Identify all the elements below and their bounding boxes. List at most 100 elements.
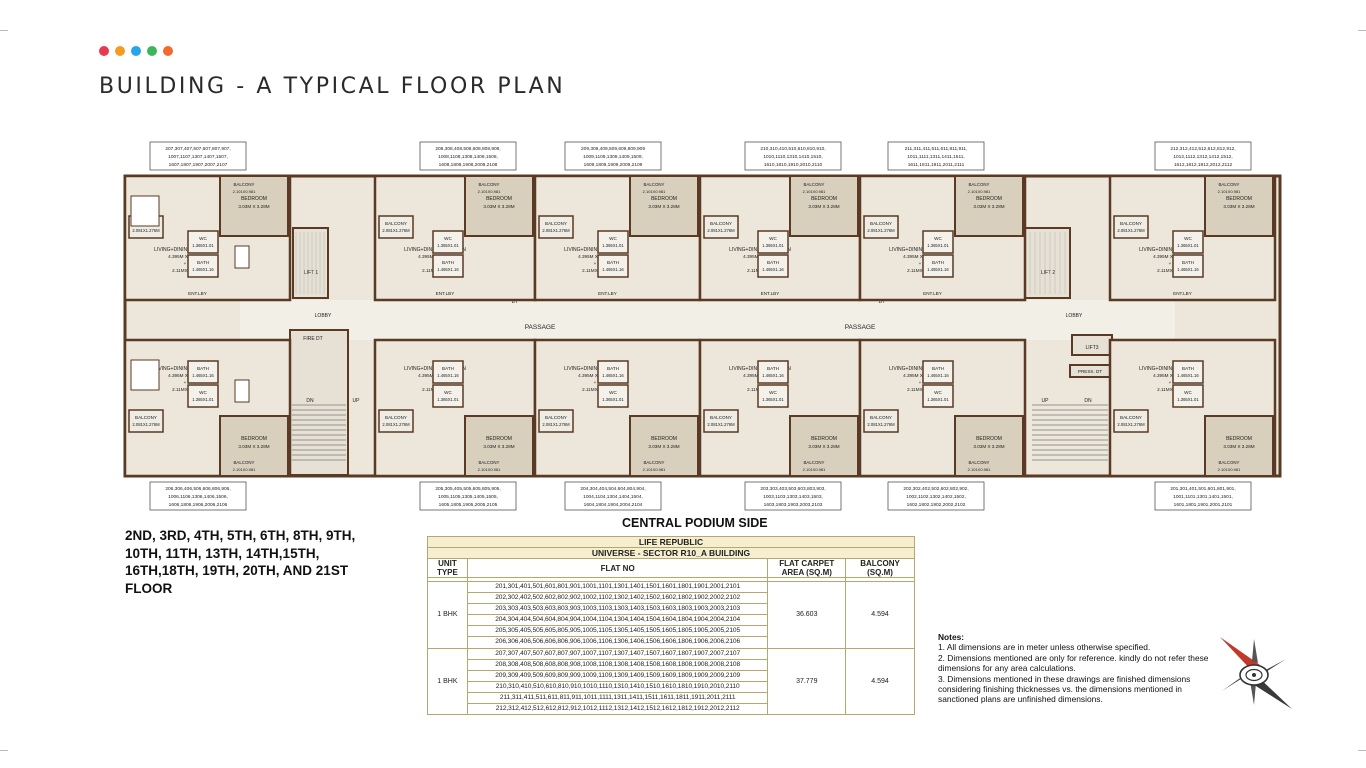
area-table: LIFE REPUBLIC UNIVERSE - SECTOR R10_A BU… [427, 536, 915, 716]
bath-label: BATH [932, 366, 944, 371]
balcony-size-label: 2.101X0.981 [643, 467, 666, 472]
bath-size-label: 1.465X1.16 [762, 373, 784, 378]
balcony-size-label: 2.081X1.276M [1117, 422, 1145, 427]
balcony [128, 409, 164, 433]
flat-no-cell: 208,308,408,508,608,808,908,1008,1108,13… [466, 658, 769, 671]
bedroom [789, 175, 859, 237]
wc-size-label: 1.365X1.01 [602, 397, 624, 402]
ldk-label: LIVING+DINING+KITCHEN [889, 366, 951, 372]
unit-type-cell: 1 BHK [427, 647, 468, 716]
balcony-size-label: 2.081X1.276M [542, 422, 570, 427]
balcony-label: BALCONY [644, 460, 665, 465]
bath-size-label: 1.465X1.16 [1177, 267, 1199, 272]
wc [597, 230, 629, 254]
bath-label: BATH [442, 260, 454, 265]
unit-number-callout [887, 481, 985, 511]
ldk-plus-label: + [594, 261, 597, 266]
wc-size-label: 1.365X1.01 [1177, 243, 1199, 248]
balcony-label: BALCONY [479, 460, 500, 465]
wc-size-label: 1.365X1.01 [927, 243, 949, 248]
ldk-size-label: 2.11MX2.4M [172, 268, 198, 273]
balcony [703, 215, 739, 239]
unit-number-callout [149, 481, 247, 511]
bath-size-label: 1.465X1.16 [762, 267, 784, 272]
table-row: 210,310,410,510,610,810,910,1010,1110,13… [428, 680, 915, 693]
bath-label: BATH [1182, 260, 1194, 265]
unit-number-callout [564, 141, 662, 171]
wc [922, 384, 954, 408]
bed-furniture [130, 195, 160, 227]
table-row: 203,303,403,503,603,803,903,1003,1103,13… [428, 603, 915, 616]
wc-size-label: 1.365X1.01 [762, 397, 784, 402]
bath-label: BATH [442, 366, 454, 371]
bedroom-size-label: 3.03M X 3.28M [1223, 204, 1254, 209]
bedroom-label: BEDROOM [241, 196, 267, 202]
unit-type-cell: 1 BHK [427, 581, 468, 649]
wc-label: WC [444, 390, 452, 395]
bedroom [629, 175, 699, 237]
balcony-size-label: 2.101X0.981 [233, 467, 256, 472]
balcony-size-label: 2.101X0.981 [643, 189, 666, 194]
lobby-label: LOBBY [1066, 313, 1083, 319]
note-item: 1. All dimensions are in meter unless ot… [938, 642, 1151, 653]
table-furniture [234, 379, 250, 403]
unit-number-callout [887, 141, 985, 171]
balcony-label: BALCONY [234, 182, 255, 187]
bedroom-label: BEDROOM [486, 436, 512, 442]
ldk-label: LIVING+DINING+KITCHEN [889, 247, 951, 253]
wc [432, 384, 464, 408]
balcony [1113, 215, 1149, 239]
balcony-size-label: 2.081X1.276M [1117, 228, 1145, 233]
flat-no-cell: 205,305,405,505,605,805,905,1005,1105,13… [466, 625, 769, 638]
wc-label: WC [934, 390, 942, 395]
wc-label: WC [1184, 236, 1192, 241]
unit-numbers-label: 210,310,410,510,610,810,910,1010,1110,13… [760, 146, 825, 168]
bath [757, 254, 789, 278]
lift-label: LIFT 2 [1041, 270, 1056, 276]
unit-numbers-label: 206,306,406,506,606,806,906,1006,1106,13… [165, 486, 230, 508]
balcony [378, 215, 414, 239]
ldk-plus-label: + [919, 261, 922, 266]
color-dots [99, 46, 173, 56]
ldk-plus-label: + [1169, 261, 1172, 266]
balcony-size-label: 2.081X1.276M [382, 422, 410, 427]
duct-label: DT [512, 299, 519, 305]
balcony-size-label: 2.081X1.276M [542, 228, 570, 233]
notes-heading: Notes: [938, 632, 965, 642]
lobby-label: LOBBY [315, 313, 332, 319]
table-furniture [234, 245, 250, 269]
wc [432, 230, 464, 254]
balcony-header: BALCONY (SQ.M) [845, 558, 915, 578]
balcony [1113, 409, 1149, 433]
bedroom-label: BEDROOM [976, 436, 1002, 442]
note-item: 2. Dimensions mentioned are only for ref… [938, 652, 1209, 674]
balcony-label: BALCONY [710, 415, 732, 420]
bedroom-size-label: 3.03M X 3.28M [483, 444, 514, 449]
wc-label: WC [769, 236, 777, 241]
balcony-label: BALCONY [1219, 460, 1240, 465]
lift-label: LIFT 1 [304, 270, 319, 276]
table-row: 204,304,404,504,604,804,904,1004,1104,13… [428, 614, 915, 627]
bedroom [629, 415, 699, 477]
bath-size-label: 1.465X1.16 [1177, 373, 1199, 378]
bedroom-label: BEDROOM [811, 436, 837, 442]
ldk-size-label: 2.11MX2.4M [907, 387, 933, 392]
wc-label: WC [609, 390, 617, 395]
flat-no-cell: 204,304,404,504,604,804,904,1004,1104,13… [466, 614, 769, 627]
podium-label: CENTRAL PODIUM SIDE [622, 516, 768, 530]
bedroom [464, 415, 534, 477]
balcony-size-label: 2.101X0.981 [1218, 467, 1241, 472]
ldk-label: LIVING+DINING+KITCHEN [564, 366, 626, 372]
bedroom [219, 175, 289, 237]
bedroom-size-label: 3.03M X 3.28M [238, 204, 269, 209]
flat-no-cell: 201,301,401,501,601,801,901,1001,1101,13… [466, 580, 769, 594]
stair-up-label: UP [353, 398, 361, 404]
ldk-size-label: 4.395M X 3.18M [903, 254, 937, 259]
color-dot [99, 46, 109, 56]
unit-number-callout [744, 481, 842, 511]
wc-size-label: 1.365X1.01 [437, 397, 459, 402]
wc [1172, 230, 1204, 254]
bath [187, 360, 219, 384]
balcony-label: BALCONY [385, 415, 407, 420]
